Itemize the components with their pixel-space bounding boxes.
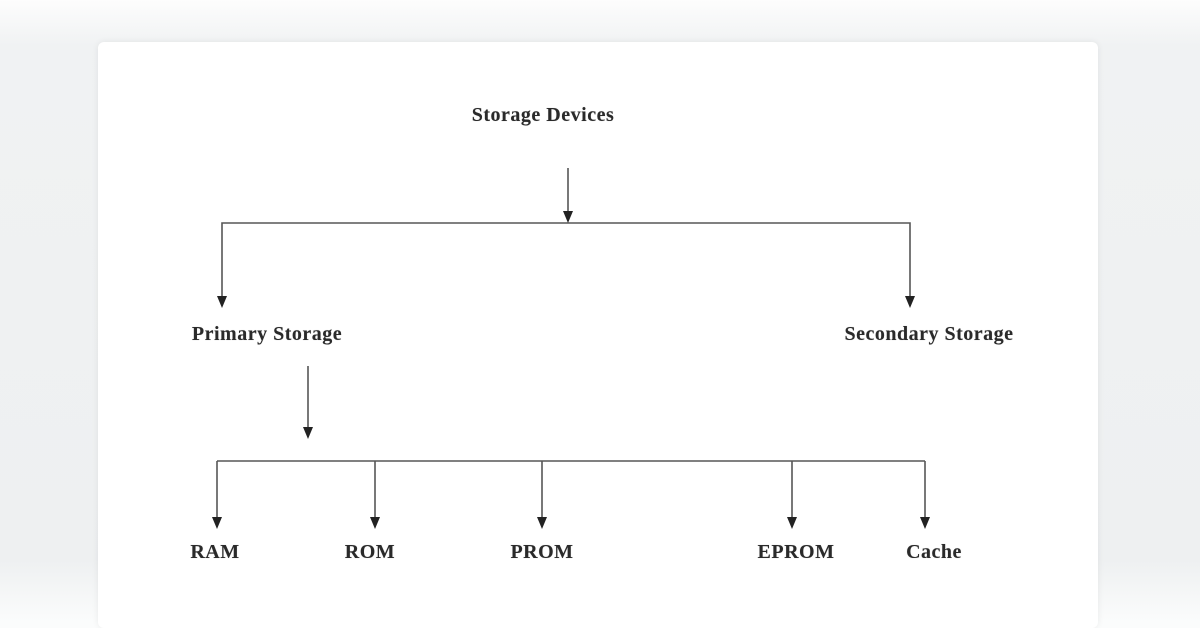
diagram-card [98,42,1098,628]
